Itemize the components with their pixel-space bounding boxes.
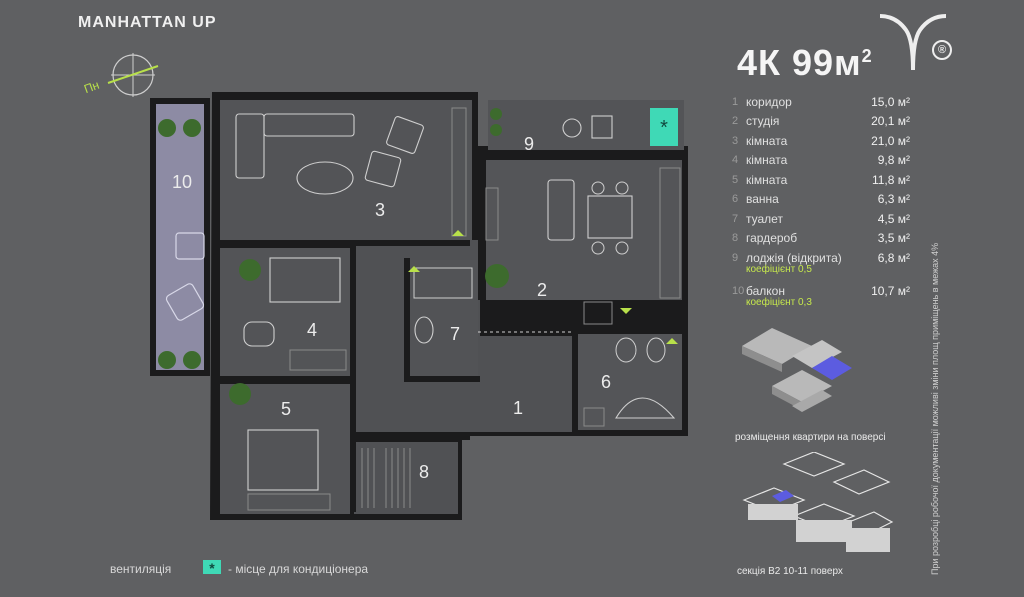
plan-label-8: 8 bbox=[419, 462, 429, 482]
inner-wall bbox=[220, 376, 354, 382]
sofa-icon bbox=[235, 113, 265, 179]
floor-placement-diagram bbox=[742, 328, 852, 412]
chair-icon bbox=[364, 150, 402, 188]
toilet-icon bbox=[646, 337, 666, 363]
chair-icon bbox=[175, 232, 205, 260]
room-coefficient: коефіцієнт 0,5 bbox=[746, 263, 812, 275]
fridge-icon bbox=[583, 301, 613, 325]
shelf-icon bbox=[485, 187, 499, 241]
plant-icon bbox=[183, 119, 201, 137]
section-diagram bbox=[742, 452, 894, 552]
room-3 bbox=[220, 100, 472, 240]
bed-icon bbox=[269, 257, 341, 303]
plant-icon bbox=[229, 383, 251, 405]
floor-placement-caption: розміщення квартири на поверсі bbox=[735, 432, 886, 443]
plant-icon bbox=[183, 351, 201, 369]
sofa-icon bbox=[547, 179, 575, 241]
inner-wall bbox=[572, 302, 578, 434]
ac-legend-icon: * bbox=[203, 560, 221, 576]
inner-wall bbox=[352, 434, 460, 440]
compass-icon bbox=[107, 53, 159, 97]
plan-label-7: 7 bbox=[450, 324, 460, 344]
plan-label-5: 5 bbox=[281, 399, 291, 419]
wardrobe-icon bbox=[247, 493, 331, 511]
plan-label-6: 6 bbox=[601, 372, 611, 392]
bathtub-icon bbox=[615, 397, 676, 419]
sofa-icon bbox=[263, 113, 355, 137]
vent-icon bbox=[452, 230, 464, 236]
desk-icon bbox=[289, 349, 347, 371]
room-5 bbox=[220, 384, 350, 514]
ac-place-icon bbox=[650, 108, 678, 146]
sink-icon bbox=[615, 337, 637, 363]
legend-ac-place: - місце для кондиціонера bbox=[228, 562, 369, 576]
room-2 bbox=[480, 160, 682, 300]
chair-icon bbox=[386, 116, 424, 154]
washer-icon bbox=[583, 407, 605, 427]
inner-wall bbox=[478, 150, 486, 300]
apartment-title: 4К 99м2 bbox=[737, 42, 873, 83]
sink-icon bbox=[413, 267, 473, 299]
inner-wall bbox=[404, 258, 410, 380]
inner-wall bbox=[220, 240, 470, 246]
table-icon bbox=[562, 118, 582, 138]
plant-icon bbox=[490, 124, 502, 136]
plan-label-1: 1 bbox=[513, 398, 523, 418]
bed-icon bbox=[247, 429, 319, 491]
compass-north-label: Пн bbox=[82, 77, 102, 97]
legend-ventilation: вентиляція bbox=[110, 562, 172, 576]
inner-wall bbox=[572, 328, 684, 334]
plan-label-10: 10 bbox=[172, 172, 192, 192]
chair-icon bbox=[165, 283, 205, 321]
plant-icon bbox=[158, 351, 176, 369]
toilet-icon bbox=[414, 316, 434, 344]
balcony-floor bbox=[156, 104, 204, 370]
vent-icon bbox=[666, 338, 678, 344]
plan-label-9: 9 bbox=[524, 134, 534, 154]
floor-plan: * 3 9 2 4 7 6 1 5 8 10 bbox=[150, 92, 688, 520]
plan-label-2: 2 bbox=[537, 280, 547, 300]
desk-chair-icon bbox=[243, 321, 275, 347]
inner-wall bbox=[480, 150, 688, 158]
room-6 bbox=[578, 332, 682, 430]
plan-label-4: 4 bbox=[307, 320, 317, 340]
section-caption: секція B2 10-11 поверх bbox=[737, 566, 843, 577]
plant-icon bbox=[239, 259, 261, 281]
room-8 bbox=[354, 442, 458, 514]
chair-icon bbox=[591, 115, 613, 139]
vent-icon bbox=[408, 266, 420, 272]
logo-icon bbox=[879, 14, 947, 71]
brand-name: MANHATTAN UP bbox=[78, 14, 217, 31]
vent-icon bbox=[620, 308, 632, 314]
room-coefficient: коефіцієнт 0,3 bbox=[746, 297, 812, 308]
dining-table-icon bbox=[587, 195, 633, 239]
plan-label-3: 3 bbox=[375, 200, 385, 220]
kitchen-counter-icon bbox=[659, 167, 681, 299]
inner-wall bbox=[404, 376, 480, 382]
side-note: При розробці робочої документації можлив… bbox=[930, 242, 940, 575]
hanger-rail-icon bbox=[361, 448, 411, 508]
svg-text:*: * bbox=[660, 117, 668, 139]
plant-icon bbox=[158, 119, 176, 137]
plant-icon bbox=[485, 264, 509, 288]
registered-mark: ® bbox=[932, 40, 952, 60]
table-icon bbox=[296, 161, 354, 195]
plant-icon bbox=[490, 108, 502, 120]
